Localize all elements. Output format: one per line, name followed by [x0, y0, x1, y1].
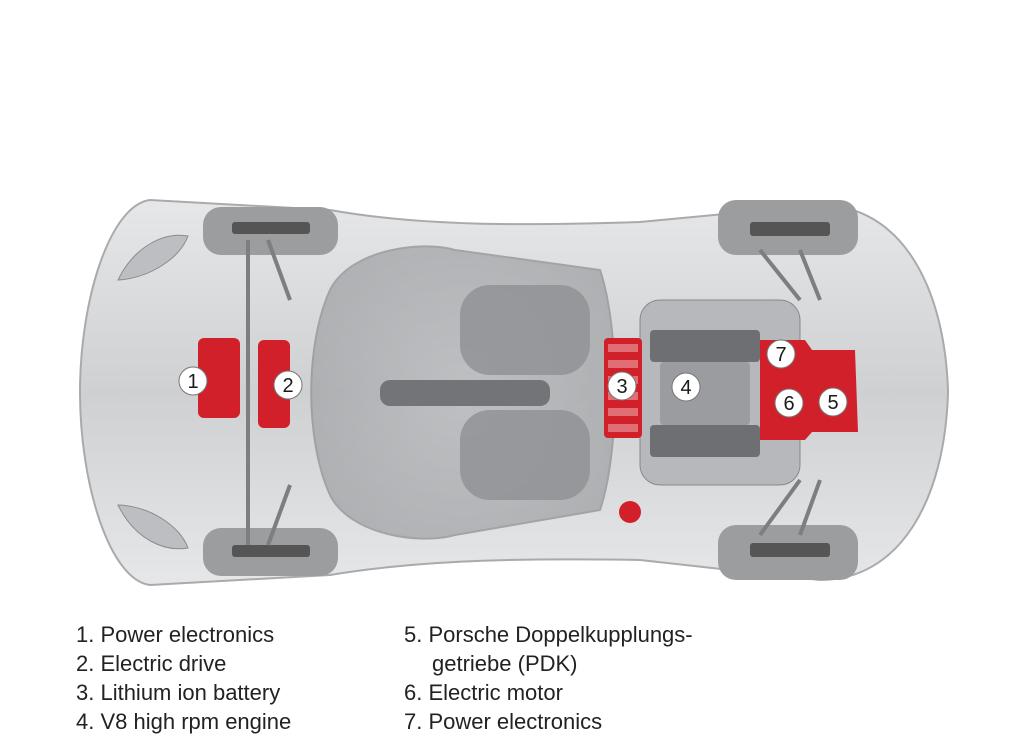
engine-block [650, 330, 760, 457]
legend-item-4: 4. V8 high rpm engine [76, 709, 292, 734]
marker-5: 5 [818, 387, 848, 417]
marker-7: 7 [766, 339, 796, 369]
legend-left-column: 1. Power electronics 2. Electric drive 3… [76, 620, 291, 736]
legend-item-5-continued: getriebe (PDK) [432, 651, 578, 676]
fuel-cap [619, 501, 641, 523]
svg-text:2: 2 [282, 375, 293, 397]
svg-text:3: 3 [616, 376, 627, 398]
svg-text:5: 5 [827, 392, 838, 414]
center-console [380, 380, 550, 406]
right-headlight [117, 504, 189, 550]
svg-text:4: 4 [680, 377, 691, 399]
seat-right [460, 410, 590, 500]
rear-suspension [758, 248, 822, 537]
svg-text:1: 1 [187, 371, 198, 393]
legend-right-column: 5. Porsche Doppelkupplungs- getriebe (PD… [404, 620, 693, 736]
marker-6: 6 [774, 388, 804, 418]
svg-text:7: 7 [775, 344, 786, 366]
legend-item-5: 5. Porsche Doppelkupplungs- [404, 622, 693, 647]
legend-item-2: 2. Electric drive [76, 651, 227, 676]
legend-item-1: 1. Power electronics [76, 622, 275, 647]
car-cutaway-diagram: 1 2 3 4 5 6 7 [78, 198, 950, 587]
legend-item-7: 7. Power electronics [404, 709, 603, 734]
power-electronics-front [198, 338, 240, 418]
hub-details [232, 222, 830, 557]
legend-item-3: 3. Lithium ion battery [76, 680, 281, 705]
marker-1: 1 [178, 366, 208, 396]
seat-left [460, 285, 590, 375]
marker-2: 2 [273, 370, 303, 400]
svg-text:6: 6 [783, 393, 794, 415]
left-headlight [117, 234, 189, 281]
front-axle [246, 239, 292, 546]
legend-item-6: 6. Electric motor [404, 680, 563, 705]
marker-3: 3 [607, 371, 637, 401]
marker-4: 4 [671, 372, 701, 402]
